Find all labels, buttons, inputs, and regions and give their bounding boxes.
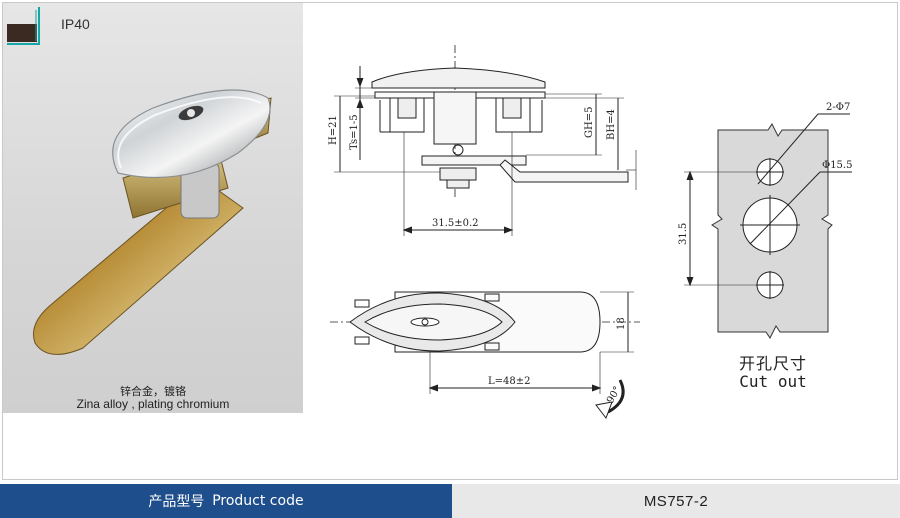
- ip-rating-label: IP40: [61, 16, 90, 32]
- dim-gh: GH=5: [584, 107, 595, 138]
- dim-width: 31.5±0.2: [432, 218, 479, 229]
- dim-bh: BH=4: [606, 109, 617, 140]
- product-code-value: MS757-2: [452, 484, 900, 518]
- product-code-label: 产品型号 Product code: [0, 484, 452, 518]
- dim-height-total: H=21: [328, 115, 339, 145]
- ip-rating-icon: [7, 7, 40, 45]
- material-caption-en: Zina alloy , plating chromium: [76, 397, 230, 411]
- product-code-label-en: Product code: [212, 493, 304, 509]
- product-photo: [33, 89, 272, 355]
- cutout-label-cn: 开孔尺寸: [738, 354, 807, 373]
- dim-thickness: Ts=1-5: [349, 114, 360, 150]
- product-code-label-cn: 产品型号: [148, 494, 205, 510]
- product-photo-panel: IP40 锌合金，镀铬 Zina alloy , plating chromiu…: [3, 3, 303, 413]
- dim-top-width: 18: [616, 317, 627, 330]
- material-caption-cn: 锌合金，镀铬: [120, 385, 186, 398]
- technical-drawing: H=21 Ts=1-5 GH=5 BH=4 31.5±0.2 18 L=48±2…: [328, 45, 852, 420]
- dim-length: L=48±2: [488, 376, 531, 387]
- dim-large-hole: Φ15.5: [822, 160, 852, 171]
- dim-cutout-height: 31.5: [678, 223, 689, 245]
- dim-small-hole: 2-Φ7: [826, 102, 850, 113]
- cutout-label-en: Cut out: [739, 372, 807, 391]
